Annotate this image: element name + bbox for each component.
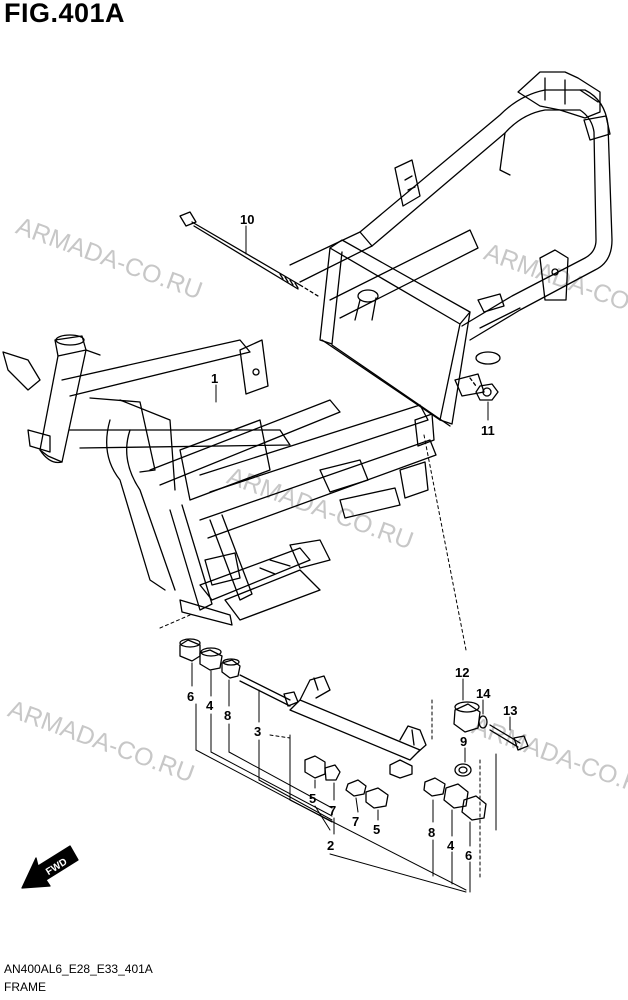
figure-code: AN400AL6_E28_E33_401A xyxy=(4,962,153,976)
label-part-8-right: 8 xyxy=(428,825,435,840)
nut-drawing xyxy=(469,377,499,401)
label-part-9: 9 xyxy=(460,734,467,749)
leader-lines xyxy=(191,225,511,893)
figure-name: FRAME xyxy=(4,980,46,994)
lower-mount-drawing xyxy=(159,434,529,821)
label-part-7-right: 7 xyxy=(352,814,359,829)
label-part-3: 3 xyxy=(254,724,261,739)
label-part-11: 11 xyxy=(481,423,495,438)
label-part-14: 14 xyxy=(476,686,491,701)
label-part-4-right: 4 xyxy=(447,838,455,853)
figure-title: FIG.401A xyxy=(4,0,126,28)
label-part-10: 10 xyxy=(240,212,254,227)
frame-drawing xyxy=(2,71,613,626)
label-part-12: 12 xyxy=(455,665,469,680)
fwd-arrow: FWD xyxy=(21,845,79,889)
label-part-4-left: 4 xyxy=(206,698,214,713)
label-part-5-right: 5 xyxy=(373,822,380,837)
label-part-2: 2 xyxy=(327,838,334,853)
label-part-7-left: 7 xyxy=(329,803,336,818)
label-part-5-left: 5 xyxy=(309,791,316,806)
label-part-8-left: 8 xyxy=(224,708,231,723)
label-part-6-right: 6 xyxy=(465,848,472,863)
label-part-6-left: 6 xyxy=(187,689,194,704)
label-part-13: 13 xyxy=(503,703,517,718)
label-part-1: 1 xyxy=(211,371,218,386)
